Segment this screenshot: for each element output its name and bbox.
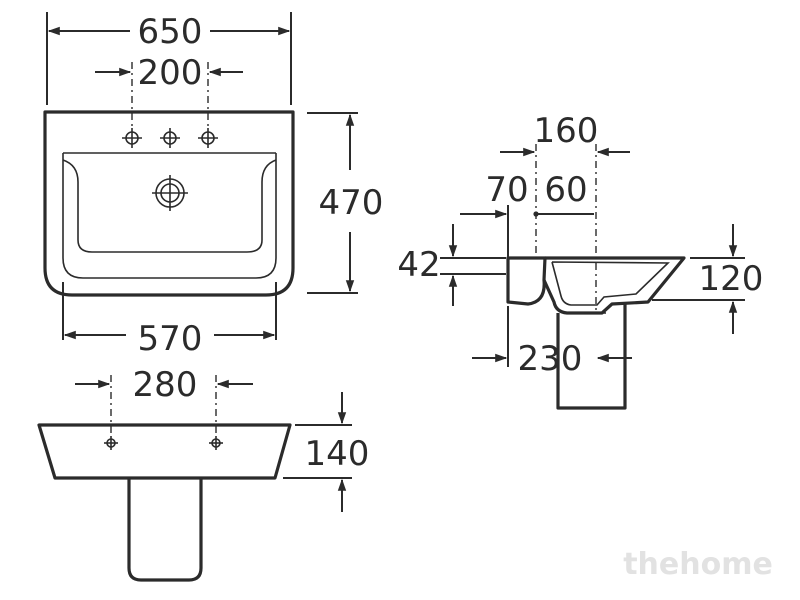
- tap-hole-left-icon: [122, 128, 142, 148]
- dim-570: 570: [138, 319, 203, 359]
- tap-hole-right-icon: [198, 128, 218, 148]
- dim-42: 42: [397, 245, 440, 285]
- bowl-outer: [62, 153, 277, 279]
- top-view: 650 200 470 570: [43, 12, 384, 359]
- bowl-inner: [62, 159, 277, 253]
- dim-280: 280: [133, 365, 198, 405]
- pedestal-front: [127, 478, 203, 582]
- basin-side-profile: [542, 256, 686, 315]
- dim-230: 230: [518, 339, 583, 379]
- dim-70: 70: [485, 170, 528, 210]
- dim-200: 200: [138, 53, 203, 93]
- basin-front-outline: [37, 423, 292, 480]
- dim-140: 140: [305, 434, 370, 474]
- dim-650: 650: [138, 12, 203, 52]
- side-view: 160 70 60 42 120 230: [397, 111, 764, 410]
- dim-60: 60: [544, 170, 587, 210]
- dim-470: 470: [319, 183, 384, 223]
- front-view: 280 140: [37, 365, 370, 582]
- drain-icon: [152, 175, 188, 211]
- pedestal-side: [556, 304, 627, 410]
- basin-side-back: [506, 256, 547, 306]
- tap-hole-front-right-icon: [209, 436, 223, 450]
- dim-160: 160: [534, 111, 599, 151]
- basin-side-inner: [551, 261, 670, 306]
- basin-outline: [43, 110, 295, 297]
- tap-hole-center-icon: [160, 128, 180, 148]
- watermark-logo: thehome: [623, 547, 773, 582]
- dim-120: 120: [699, 259, 764, 299]
- tap-hole-front-left-icon: [104, 436, 118, 450]
